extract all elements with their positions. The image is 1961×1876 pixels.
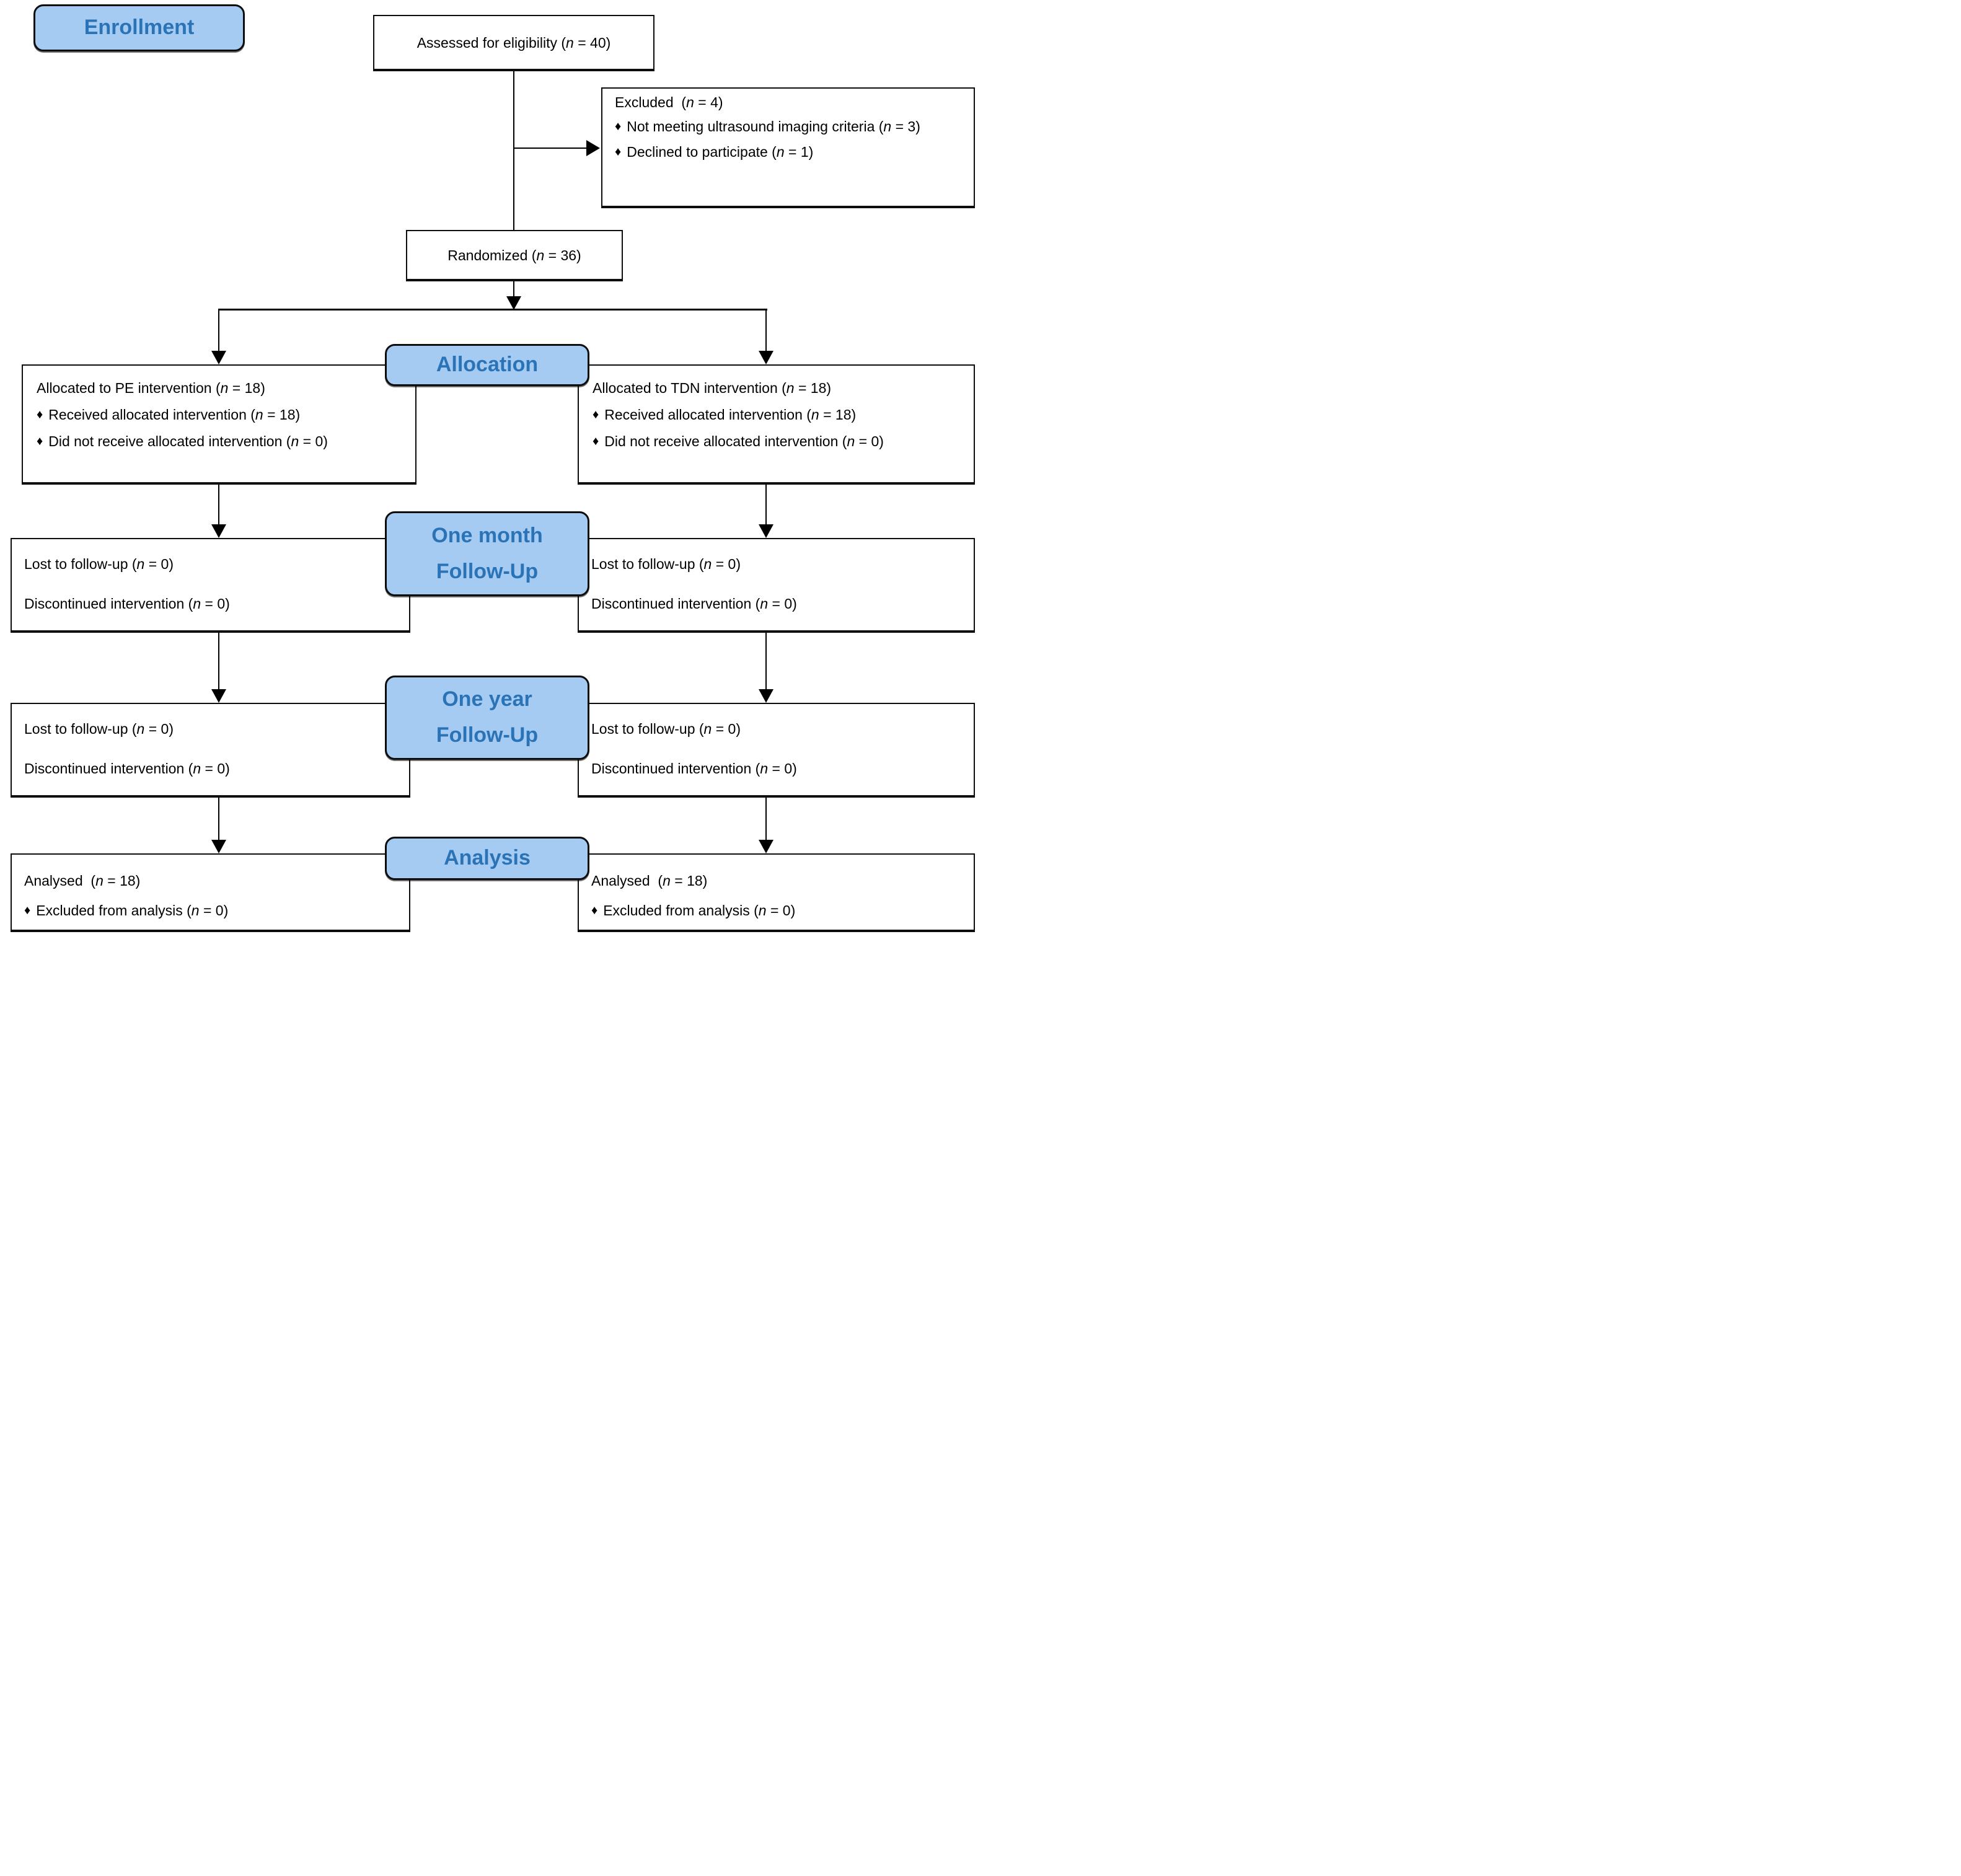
consort-flow-diagram: Enrollment Allocation One month Follow-U… <box>0 0 980 938</box>
diamond-bullet-icon: ♦ <box>593 434 599 448</box>
allocated-tdn-bullet-1: ♦ Received allocated intervention (n = 1… <box>593 406 965 423</box>
excluded-bullet-1: ♦ Not meeting ultrasound imaging criteri… <box>615 115 965 139</box>
arrow-right-icon <box>586 140 600 156</box>
followup-month-tdn-line1: Lost to follow-up (n = 0) <box>591 556 741 572</box>
connector-pe-month-to-year <box>218 633 219 689</box>
allocated-pe-bullet-1: ♦ Received allocated intervention (n = 1… <box>37 406 407 423</box>
assessed-text: Assessed for eligibility (n = 40) <box>416 34 611 51</box>
allocation-stage-label: Allocation <box>385 344 589 386</box>
followup-year-pe-line1: Lost to follow-up (n = 0) <box>24 721 174 737</box>
connector-tdn-month-to-year <box>765 633 767 689</box>
analysis-stage-label: Analysis <box>385 837 589 880</box>
one-month-line1: One month <box>431 523 543 547</box>
connector-split-to-tdn-allocation <box>765 310 767 352</box>
allocated-tdn-bullet-1-text: Received allocated intervention (n = 18) <box>604 407 857 423</box>
excluded-bullet-1-text: Not meeting ultrasound imaging criteria … <box>627 118 920 134</box>
analysis-pe-bullet: ♦ Excluded from analysis (n = 0) <box>24 902 400 919</box>
analysis-tdn-box: Analysed (n = 18) ♦ Excluded from analys… <box>578 853 975 932</box>
arrow-down-icon <box>211 840 226 853</box>
followup-year-pe-box: Lost to follow-up (n = 0) Discontinued i… <box>11 703 410 798</box>
analysis-tdn-title: Analysed (n = 18) <box>591 873 708 889</box>
connector-randomized-to-split <box>513 281 514 297</box>
analysis-stage-text: Analysis <box>444 846 531 870</box>
arrow-down-icon <box>506 296 521 310</box>
excluded-bullet-2-text: Declined to participate (n = 1) <box>627 144 814 160</box>
arrow-down-icon <box>211 689 226 703</box>
analysis-tdn-bullet-text: Excluded from analysis (n = 0) <box>603 902 796 918</box>
analysis-pe-box: Analysed (n = 18) ♦ Excluded from analys… <box>11 853 410 932</box>
connector-split-to-pe-allocation <box>218 310 219 352</box>
connector-pe-year-to-analysis <box>218 798 219 840</box>
analysis-tdn-bullet: ♦ Excluded from analysis (n = 0) <box>591 902 965 919</box>
arrow-down-icon <box>759 840 773 853</box>
connector-split-line <box>218 309 767 310</box>
allocated-pe-title: Allocated to PE intervention (n = 18) <box>37 380 265 396</box>
followup-month-pe-box: Lost to follow-up (n = 0) Discontinued i… <box>11 538 410 633</box>
followup-year-tdn-box: Lost to follow-up (n = 0) Discontinued i… <box>578 703 975 798</box>
arrow-down-icon <box>211 524 226 538</box>
arrow-down-icon <box>759 524 773 538</box>
analysis-pe-title: Analysed (n = 18) <box>24 873 141 889</box>
arrow-down-icon <box>759 351 773 364</box>
allocated-tdn-bullet-2-text: Did not receive allocated intervention (… <box>604 433 884 449</box>
connector-tdn-year-to-analysis <box>765 798 767 840</box>
diamond-bullet-icon: ♦ <box>37 434 43 448</box>
allocated-pe-box: Allocated to PE intervention (n = 18) ♦ … <box>22 364 416 485</box>
excluded-title: Excluded (n = 4) <box>615 94 723 110</box>
followup-month-pe-line1: Lost to follow-up (n = 0) <box>24 556 174 572</box>
diamond-bullet-icon: ♦ <box>591 904 598 917</box>
assessed-box: Assessed for eligibility (n = 40) <box>373 15 654 71</box>
followup-year-pe-line2: Discontinued intervention (n = 0) <box>24 760 230 777</box>
enrollment-stage-label: Enrollment <box>33 4 245 51</box>
allocated-tdn-box: Allocated to TDN intervention (n = 18) ♦… <box>578 364 975 485</box>
followup-month-pe-line2: Discontinued intervention (n = 0) <box>24 596 230 612</box>
connector-tdn-allocation-to-month <box>765 485 767 524</box>
allocated-pe-bullet-1-text: Received allocated intervention (n = 18) <box>48 407 301 423</box>
followup-year-tdn-line1: Lost to follow-up (n = 0) <box>591 721 741 737</box>
diamond-bullet-icon: ♦ <box>593 408 599 421</box>
connector-branch-to-excluded <box>513 148 588 149</box>
connector-pe-allocation-to-month <box>218 485 219 524</box>
randomized-box: Randomized (n = 36) <box>406 230 623 281</box>
one-month-followup-stage-label: One month Follow-Up <box>385 511 589 596</box>
allocated-tdn-title: Allocated to TDN intervention (n = 18) <box>593 380 832 396</box>
arrow-down-icon <box>759 689 773 703</box>
allocated-pe-bullet-2: ♦ Did not receive allocated intervention… <box>37 433 407 450</box>
analysis-pe-bullet-text: Excluded from analysis (n = 0) <box>36 902 229 918</box>
followup-month-tdn-line2: Discontinued intervention (n = 0) <box>591 596 797 612</box>
enrollment-stage-text: Enrollment <box>84 15 195 40</box>
allocated-tdn-bullet-2: ♦ Did not receive allocated intervention… <box>593 433 965 450</box>
excluded-box: Excluded (n = 4) ♦ Not meeting ultrasoun… <box>601 87 975 208</box>
diamond-bullet-icon: ♦ <box>615 145 622 159</box>
one-year-followup-stage-label: One year Follow-Up <box>385 676 589 760</box>
one-year-line2: Follow-Up <box>436 723 539 747</box>
allocation-stage-text: Allocation <box>436 353 539 377</box>
arrow-down-icon <box>211 351 226 364</box>
followup-month-tdn-box: Lost to follow-up (n = 0) Discontinued i… <box>578 538 975 633</box>
excluded-bullet-2: ♦ Declined to participate (n = 1) <box>615 140 965 164</box>
diamond-bullet-icon: ♦ <box>24 904 31 917</box>
connector-assessed-to-randomized <box>513 71 514 230</box>
randomized-text: Randomized (n = 36) <box>447 247 581 263</box>
allocated-pe-bullet-2-text: Did not receive allocated intervention (… <box>48 433 328 449</box>
one-month-line2: Follow-Up <box>436 559 539 583</box>
diamond-bullet-icon: ♦ <box>37 408 43 421</box>
followup-year-tdn-line2: Discontinued intervention (n = 0) <box>591 760 797 777</box>
one-year-line1: One year <box>442 687 532 711</box>
diamond-bullet-icon: ♦ <box>615 120 622 133</box>
